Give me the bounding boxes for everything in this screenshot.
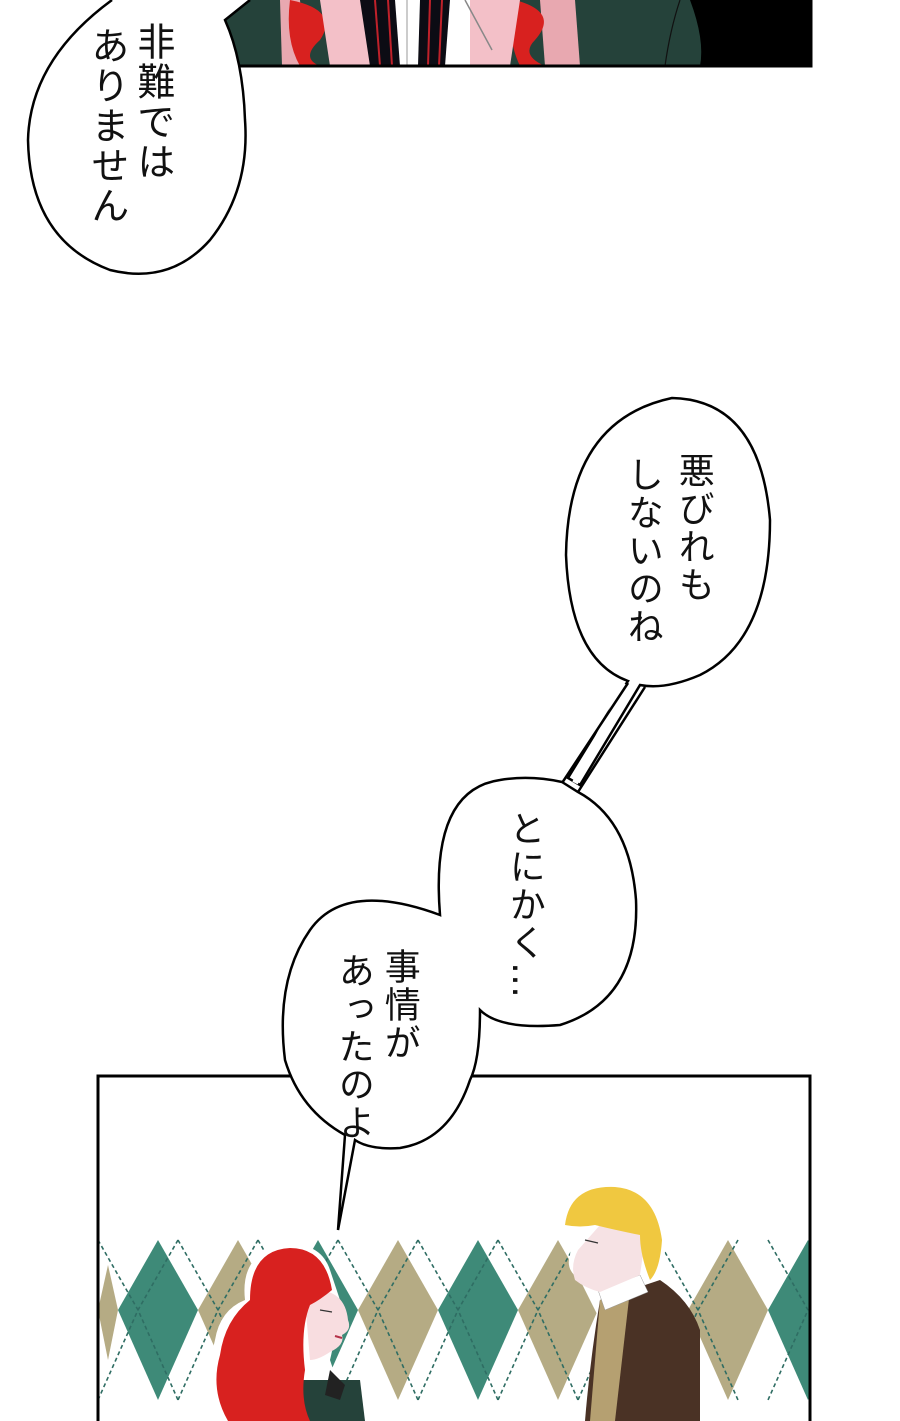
- bubble-3-line-1: とにかく…: [503, 810, 545, 1000]
- bubble-2-line-2: しないのね: [621, 456, 663, 646]
- bubble-4-line-2: あったのよ: [332, 952, 374, 1142]
- bubble-4-line-1: 事情が: [378, 948, 420, 1062]
- bubble-1-line-1: 非難では: [130, 22, 175, 182]
- man-figure: [565, 1186, 700, 1421]
- bubble-2-shape: [560, 396, 772, 793]
- woman-figure: [200, 1244, 365, 1421]
- bubble-2-line-1: 悪びれも: [672, 452, 714, 604]
- bubble-1-line-2: ありません: [84, 26, 129, 226]
